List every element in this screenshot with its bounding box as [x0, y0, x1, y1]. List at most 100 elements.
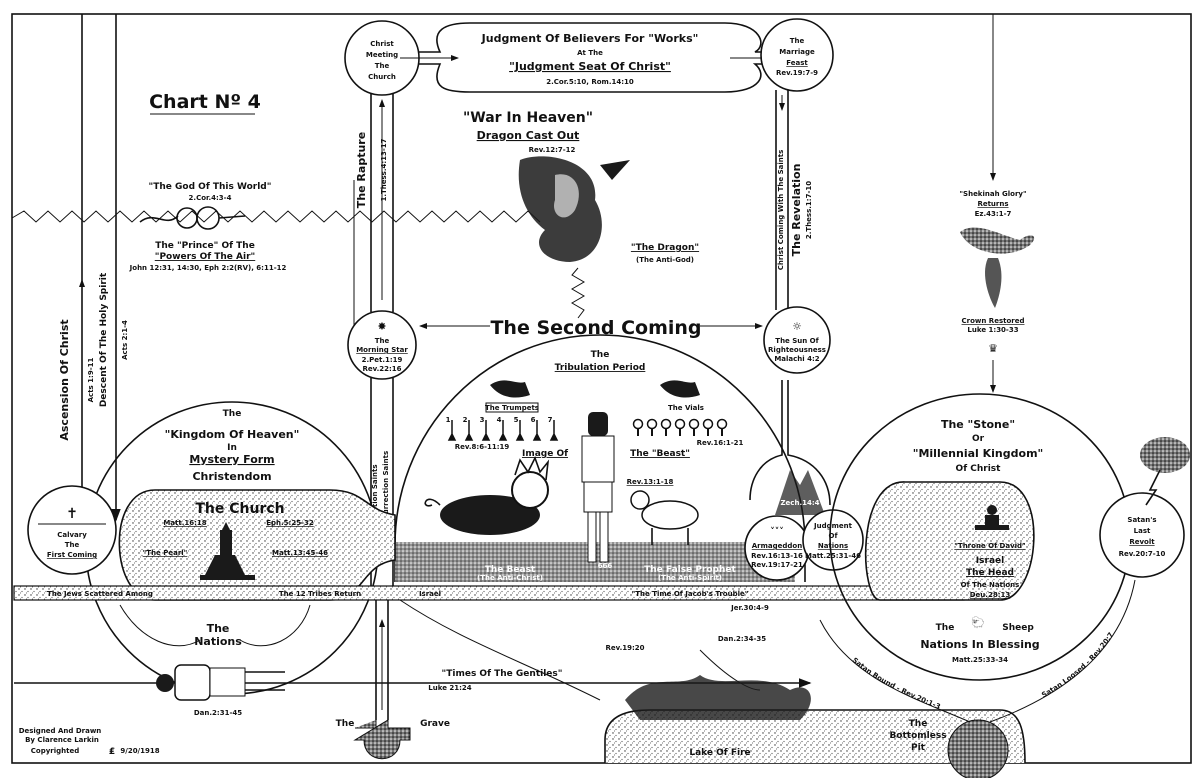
mount-of-olives-icon [775, 470, 825, 515]
revelation-sub: Christ Coming With The Saints [777, 150, 785, 270]
image-ref: Rev.13:1-18 [627, 478, 674, 486]
satan-loosed-line [989, 579, 1136, 723]
dan-2-34-35: Dan.2:34-35 [718, 635, 766, 643]
trumpets-label: The Trumpets [485, 404, 539, 412]
tribulation-label: Tribulation Period [555, 363, 646, 373]
second-coming-title: The Second Coming [490, 317, 701, 339]
judgment-nations-text: Judgment [813, 522, 853, 530]
sun-text: Malachi 4:2 [774, 355, 819, 363]
sun-icon: ☼ [792, 320, 802, 333]
first-resurrection-saints: First Resurrection Saints [382, 451, 390, 549]
kingdom-text: "Kingdom Of Heaven" [165, 428, 300, 441]
false-prophet-sub: (The Anti-Spirit) [658, 574, 722, 582]
dragon-cast-out: Dragon Cast Out [477, 129, 580, 142]
vial-icon [646, 418, 658, 436]
chart-title: Chart Nº 4 [149, 91, 261, 113]
sun-text: The Sun Of [775, 337, 819, 345]
stone-text: Of Christ [956, 464, 1002, 474]
satan-revolt-text: Satan's [1127, 516, 1156, 524]
morning-star-text: The [375, 337, 390, 345]
trumpets-ref: Rev.8:6-11:19 [455, 443, 510, 451]
marriage-text: Rev.19:7-9 [776, 69, 818, 77]
bottomless-pit-icon [947, 719, 1009, 778]
satan-revolt-text: Rev.20:7-10 [1119, 550, 1166, 558]
kingdom-text: Mystery Form [189, 453, 274, 466]
vials-row [632, 418, 728, 436]
trumpet-number: 1 [446, 416, 451, 424]
calvary-circle [27, 485, 117, 575]
spring-line [571, 267, 585, 319]
vial-icon [702, 418, 714, 436]
kingdom-text: In [227, 443, 237, 453]
marriage-feast-circle [760, 18, 834, 92]
israel-band [13, 585, 965, 601]
trumpet-icon: 4 [497, 416, 508, 441]
tribulation-dome [394, 334, 806, 582]
beast-leopard-icon [424, 455, 550, 535]
storm-cloud-icon [1140, 437, 1190, 473]
revelation-tube [775, 90, 789, 310]
lake-label: Lake Of Fire [689, 748, 750, 758]
trumpet-icon: 5 [514, 416, 525, 441]
god-of-world-label: "The God Of This World" [149, 182, 272, 192]
air-boundary-zigzag [11, 210, 541, 223]
nations-in-blessing: Nations In Blessing [920, 638, 1039, 651]
dragon-sub: (The Anti-God) [636, 256, 694, 264]
nations-label: Nations [194, 635, 242, 648]
rapture-label: The Rapture [355, 132, 368, 208]
church-building-icon [200, 522, 255, 580]
shekinah-text: Ez.43:1-7 [975, 210, 1012, 218]
satans-last-revolt-circle [1099, 492, 1185, 578]
stone-text: The "Stone" [941, 418, 1015, 431]
satan-loosed: Satan Loosed - Rev.20:7 [1040, 631, 1115, 699]
vial-icon [688, 418, 700, 436]
church-ref3: Matt.13:45-46 [272, 549, 328, 557]
trumpet-number: 2 [463, 416, 468, 424]
judgment-line1: Judgment Of Believers For "Works" [481, 32, 699, 45]
satan-revolt-text: Last [1134, 527, 1151, 535]
war-ref: Rev.12:7-12 [529, 146, 576, 154]
god-of-world-ref: 2.Cor.4:3-4 [189, 194, 232, 202]
trumpet-icon: 2 [463, 416, 474, 441]
satan-bound: Satan Bound - Rev.20:1-3 [851, 656, 942, 711]
credit-text: 9/20/1918 [120, 747, 159, 755]
prince-line1: The "Prince" Of The [155, 241, 255, 251]
shekinah-text: "Shekinah Glory" [959, 190, 1026, 198]
judgment-nations-text: Of [829, 532, 839, 540]
trumpet-number: 4 [497, 416, 502, 424]
calvary-text: First Coming [47, 551, 97, 559]
marriage-text: Marriage [779, 48, 815, 56]
descent-label: Descent Of The Holy Spirit [99, 272, 109, 407]
sun-text: Righteousness [768, 346, 826, 354]
prince-ref: John 12:31, 14:30, Eph 2:2(RV), 6:11-12 [129, 264, 287, 272]
grave-icon [353, 719, 411, 760]
trumpet-icon: 7 [548, 416, 559, 441]
vials-label: The Vials [668, 404, 704, 412]
image-of-label: Image Of [522, 449, 568, 459]
rapture-ref: 1.Thess.4:13-17 [380, 138, 388, 201]
vial-angel-icon [660, 380, 700, 398]
stone-text: "Millennial Kingdom" [913, 447, 1044, 460]
armageddon-text: Rev.19:17-21 [751, 561, 803, 569]
trumpet-icon: 3 [480, 416, 491, 441]
grave-tube [375, 600, 389, 720]
beast-label: The Beast [485, 565, 536, 575]
sheep-the: The [936, 623, 955, 633]
trumpet-icon: 6 [531, 416, 542, 441]
satan-revolt-text: Revolt [1129, 538, 1155, 546]
trumpet-number: 7 [548, 416, 553, 424]
crown-restored: Crown Restored [962, 317, 1025, 325]
trumpet-number: 5 [514, 416, 519, 424]
revelation-ref: 2.Thess.1:7-10 [805, 181, 813, 239]
birds-icon: ˅˅˅ [770, 527, 784, 537]
dragon-label: "The Dragon" [631, 243, 699, 253]
jacobs-trouble-ref: Jer.30:4-9 [730, 604, 769, 612]
jews-scattered: The Jews Scattered Among [47, 590, 153, 598]
image-of-beast-statue-icon [581, 412, 615, 563]
crown-ref: Luke 1:30-33 [967, 326, 1018, 334]
kingdom-text: The [223, 409, 242, 419]
larkin-monogram-icon: ₤ [109, 747, 115, 757]
olives-ref: Zech.14:4 [780, 499, 819, 507]
christ-meeting-text: Meeting [366, 51, 398, 59]
star-icon: ✸ [377, 320, 386, 333]
